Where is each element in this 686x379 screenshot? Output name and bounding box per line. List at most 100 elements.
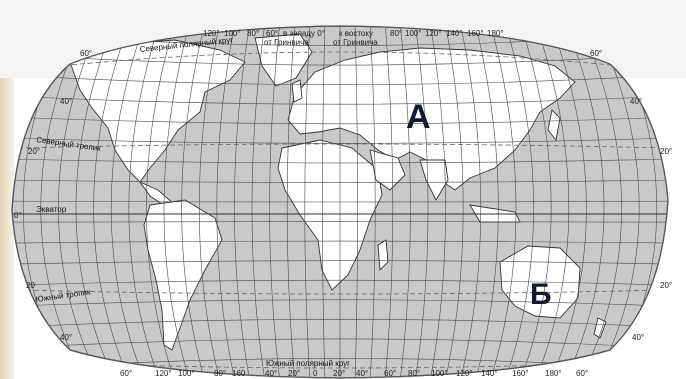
meridian-line	[475, 26, 499, 378]
bottom-lon-label: 80°	[214, 369, 226, 378]
top-degree-labels: 120° 100° 80° 60° в западу 0° к востоку …	[203, 29, 504, 47]
meridian-line	[269, 26, 280, 378]
greenwich-east-label: от Гринвича	[333, 38, 378, 47]
meridian-line	[596, 26, 640, 378]
meridian-line	[93, 26, 129, 378]
lat-label: 20°	[28, 147, 40, 156]
meridian-line	[251, 26, 265, 378]
meridian-line	[286, 26, 295, 378]
meridian-line	[128, 26, 159, 378]
top-lon-label: 60°	[266, 29, 278, 38]
meridian-line	[521, 26, 552, 378]
marker-a: А	[406, 98, 431, 136]
meridian-line	[40, 26, 84, 378]
bottom-lon-label: 40°	[356, 369, 368, 378]
meridian-line	[234, 26, 250, 378]
africa	[277, 139, 383, 291]
meridian-line	[58, 26, 99, 378]
meridian-line	[110, 26, 144, 378]
marker-b: Б	[530, 278, 552, 311]
lat-label: 20	[26, 281, 35, 290]
meridian-line	[430, 26, 446, 378]
bottom-lon-label: 20°	[288, 369, 300, 378]
meridian-line	[163, 26, 190, 378]
arctic-circle-line	[39, 51, 641, 69]
new-zealand	[593, 317, 607, 339]
bottom-lon-label: 0	[313, 369, 318, 378]
lat-labels-left: 60° 40° 20° 0° 20 40°	[14, 49, 92, 342]
bottom-lon-label: 20°	[333, 369, 345, 378]
lat-label: 40°	[60, 97, 72, 106]
map-outline	[11, 25, 669, 379]
lat-label: 40°	[632, 333, 644, 342]
meridian-line	[460, 26, 482, 378]
land-masses	[69, 33, 607, 351]
bottom-lon-label: 60°	[384, 369, 396, 378]
greenwich-west-label: от Гринвича	[264, 38, 309, 47]
japan	[547, 109, 561, 142]
meridian-line	[415, 26, 429, 378]
meridian-line	[445, 26, 464, 378]
greenland	[254, 33, 313, 87]
top-lon-label: 100°	[224, 29, 241, 38]
lat-label: 60°	[590, 49, 602, 58]
eurasia	[287, 47, 576, 191]
meridian-line	[354, 26, 358, 378]
british-isles	[291, 79, 303, 103]
top-lon-label: в западу 0°	[283, 29, 325, 38]
bottom-lon-label: 60°	[120, 369, 132, 378]
meridian-line	[369, 26, 376, 378]
bottom-lon-label: 100°	[178, 369, 195, 378]
madagascar	[377, 239, 389, 272]
meridian-line	[385, 26, 394, 378]
bottom-lon-label: 160°	[512, 369, 529, 378]
meridian-line	[581, 26, 622, 378]
meridian-line	[505, 26, 534, 378]
bottom-lon-label: 160	[232, 369, 246, 378]
top-lon-label: 100°	[405, 29, 422, 38]
lat-label: 20°	[660, 281, 672, 290]
bottom-lon-label: 120°	[456, 369, 473, 378]
meridian-line	[198, 26, 220, 378]
bottom-lon-label: 100°	[431, 369, 448, 378]
graticule	[12, 26, 668, 378]
meridian-line	[146, 26, 175, 378]
meridian-line	[490, 26, 517, 378]
meridian-line	[216, 26, 235, 378]
meridian-line	[551, 26, 587, 378]
top-lon-label: 160°	[467, 29, 484, 38]
top-lon-label: 120°	[425, 29, 442, 38]
meridian-line	[181, 26, 205, 378]
meridian-line	[75, 26, 114, 378]
lat-label: 20°	[660, 147, 672, 156]
bottom-lon-label: 120°	[155, 369, 172, 378]
parallel-line	[12, 26, 668, 27]
north-america	[69, 39, 246, 183]
bottom-lon-label: 140°	[481, 369, 498, 378]
top-lon-label: 140°	[446, 29, 463, 38]
lat-labels-right: 60° 40° 20° 20° 40°	[590, 49, 672, 342]
meridian-line	[566, 26, 605, 378]
tropic-south-line	[17, 289, 665, 295]
antarctic-circle-label: Южный полярный круг	[266, 359, 350, 368]
top-lon-label: 80°	[390, 29, 402, 38]
top-lon-label: 80°	[247, 29, 259, 38]
bottom-lon-label: 40°	[265, 369, 277, 378]
lat-label: 60°	[80, 49, 92, 58]
top-lon-label: 120°	[203, 29, 220, 38]
india	[419, 159, 449, 201]
top-lon-label: к востоку	[339, 29, 373, 38]
bottom-lon-label: 180°	[545, 369, 562, 378]
tropic-north-line	[17, 143, 665, 149]
equator-label: Экватор	[36, 205, 67, 214]
lat-label: 0°	[14, 211, 22, 220]
lat-label: 40°	[630, 97, 642, 106]
top-lon-label: 180°	[487, 29, 504, 38]
meridian-line	[536, 26, 570, 378]
page-edge-strip	[0, 78, 14, 379]
meridian-line	[400, 26, 411, 378]
lat-label: 40°	[60, 333, 72, 342]
bottom-lon-label: 60°	[576, 369, 588, 378]
meridian-line	[304, 26, 311, 378]
